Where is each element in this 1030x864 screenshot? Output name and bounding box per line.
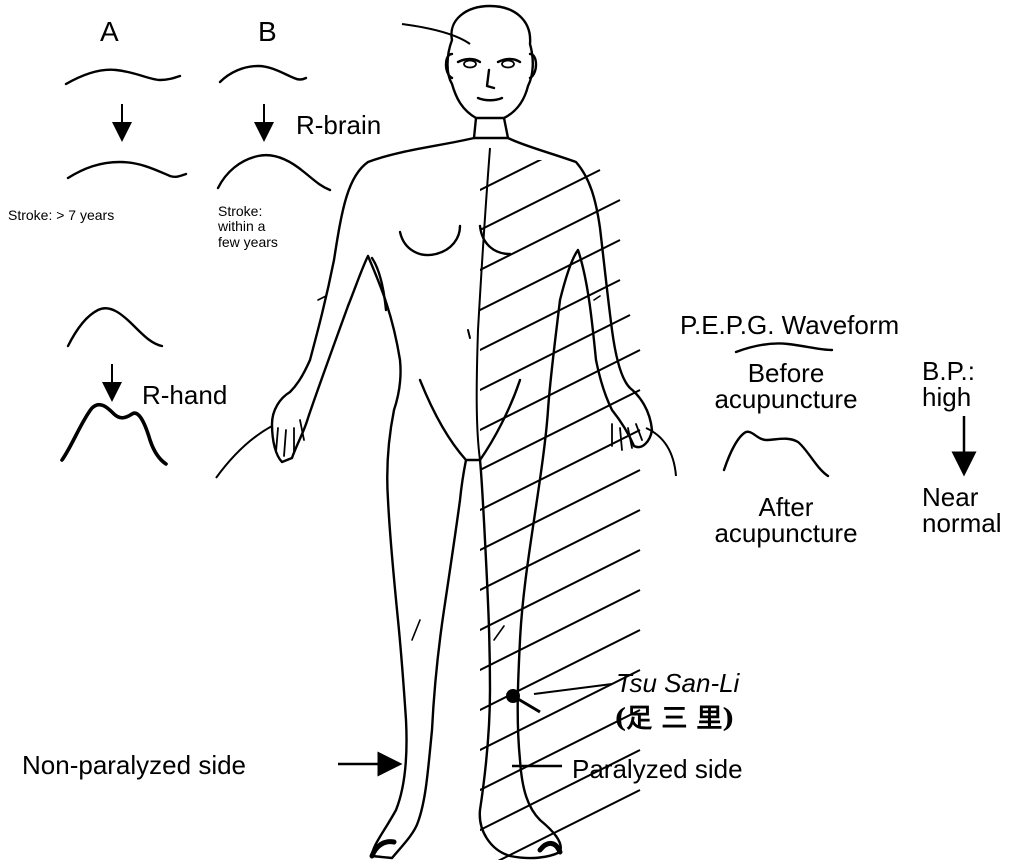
waveform-b-bottom [218,155,330,190]
before-line-1: Before [686,360,886,386]
pepg-before-waveform [736,343,832,352]
left-hand-lead [216,426,272,478]
after-line-1: After [686,494,886,520]
stroke-a-label: Stroke: > 7 years [8,208,114,223]
nose [487,70,494,88]
bp-line-1: B.P.: [922,358,975,384]
right-foot-toes [540,843,560,852]
waveform-a-top [66,70,180,84]
navel [468,330,470,338]
midline [477,148,490,460]
bp-line-2: high [922,384,975,410]
waveform-hand-bottom [62,405,166,464]
pepg-after-waveform [724,432,828,476]
after-acupuncture-label: After acupuncture [686,494,886,546]
shoulder-mark-right [594,296,600,300]
bp-label: B.P.: high [922,358,975,410]
right-eyeball [502,61,514,68]
tsu-san-li-label: Tsu San-Li [616,670,739,696]
stroke-b-line-1: Stroke: [218,204,278,219]
bp-result-line-2: normal [922,510,1001,536]
waveform-a-bottom [68,162,186,178]
stroke-b-line-3: few years [218,235,278,250]
acupuncture-point-marker [506,689,540,712]
right-knee-mark [494,626,504,640]
bp-result-line-1: Near [922,484,1001,510]
pepg-title: P.E.P.G. Waveform [680,312,899,338]
left-eyeball [464,61,476,68]
left-pectoral [400,226,460,255]
mouth [478,98,502,100]
column-a-label: A [100,18,119,46]
stroke-b-label: Stroke: within a few years [218,204,278,250]
neck-left [474,118,476,138]
non-paralyzed-side-label: Non-paralyzed side [22,752,246,778]
waveform-b-top [220,66,306,82]
waveform-hand-top [68,308,162,346]
column-b-label: B [258,18,277,46]
r-hand-label: R-hand [142,382,227,408]
r-brain-label: R-brain [296,112,381,138]
brain-pointer-line [402,24,470,44]
after-line-2: acupuncture [686,520,886,546]
before-line-2: acupuncture [686,386,886,412]
before-acupuncture-label: Before acupuncture [686,360,886,412]
paralyzed-side-label: Paralyzed side [572,756,743,782]
bp-result-label: Near normal [922,484,1001,536]
neck-right [504,118,508,138]
left-knee-mark [412,620,420,640]
stroke-b-line-2: within a [218,219,278,234]
groin-left [420,380,466,460]
tsu-san-li-chinese: (足 三 里) [614,706,735,732]
body-outline [272,138,652,858]
